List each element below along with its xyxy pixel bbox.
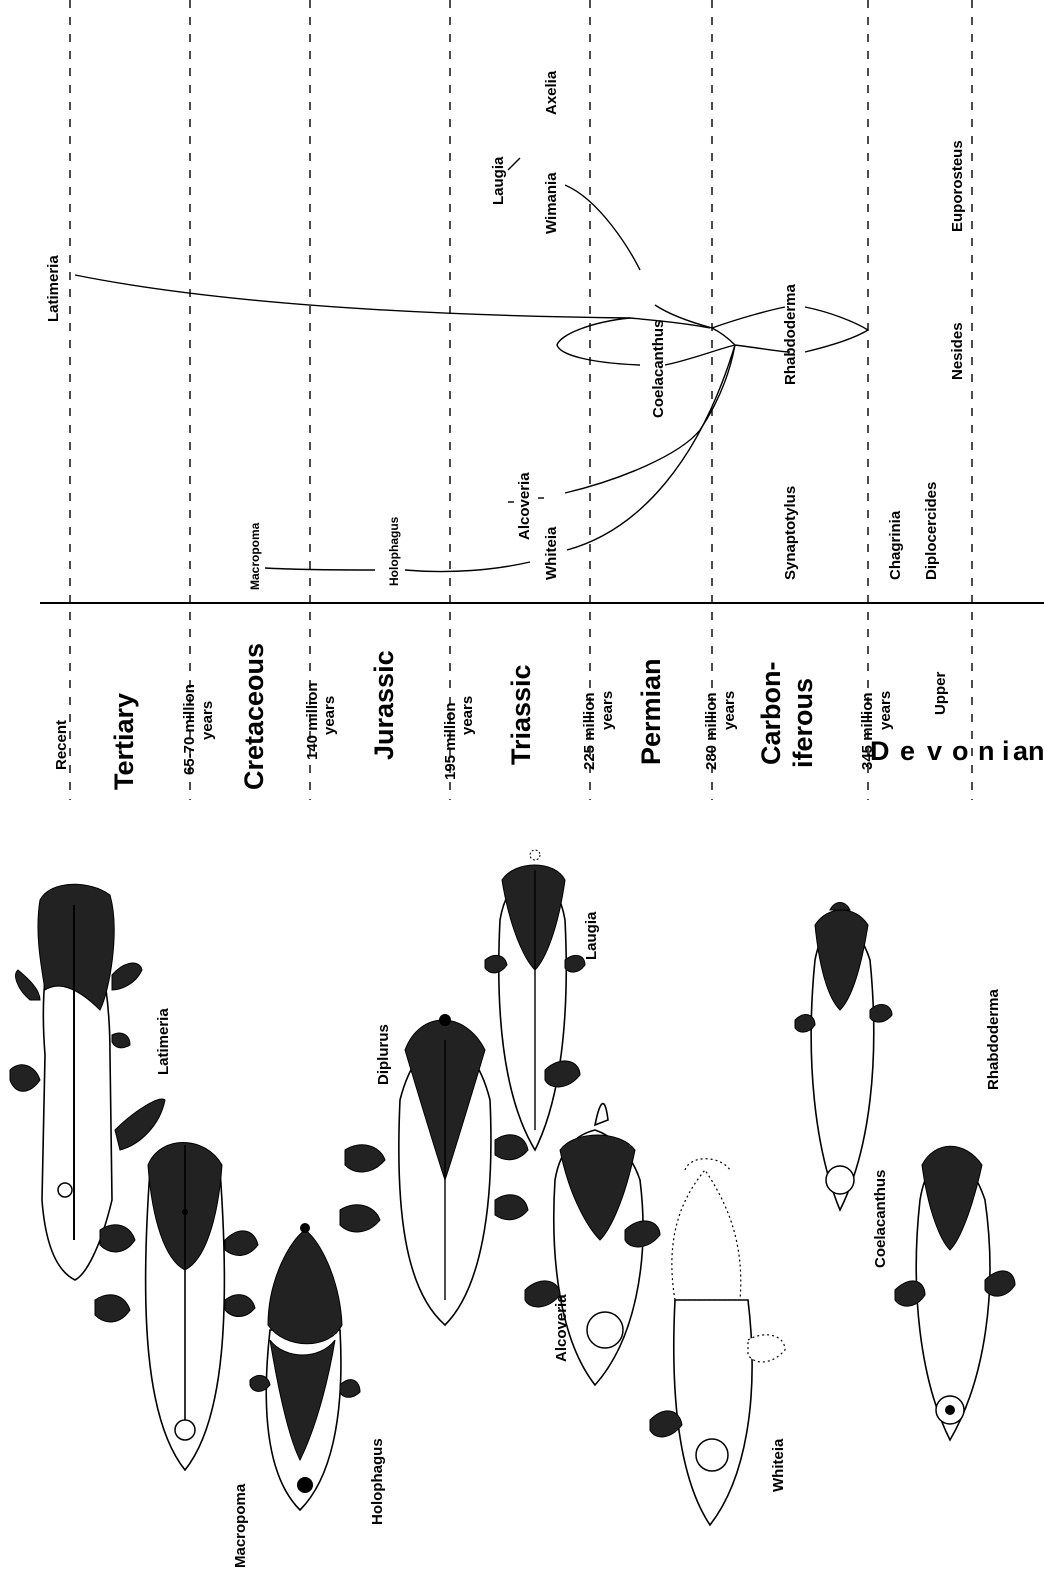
taxon-rhabdoderma: Rhabdoderma [782, 283, 799, 385]
age-345: 345 million [859, 692, 876, 770]
devonian-letter: n [1028, 736, 1044, 766]
devonian-letter: i [1002, 736, 1010, 766]
fish-laugia: Laugia [485, 850, 600, 1150]
fish-label-holophagus: Holophagus [369, 1438, 386, 1525]
taxon-nesides: Nesides [949, 322, 966, 380]
fish-label-diplurus: Diplurus [375, 1024, 392, 1085]
fish-label-laugia: Laugia [583, 911, 600, 960]
period-permian: Permian [636, 658, 666, 765]
devonian-letter: n [978, 736, 995, 766]
taxon-coelacanthus: Coelacanthus [650, 320, 667, 418]
period-carboniferous-2: iferous [788, 678, 818, 768]
taxon-wimania: Wimania [543, 172, 560, 234]
taxon-axelia: Axelia [543, 70, 560, 115]
taxon-latimeria: Latimeria [45, 255, 62, 322]
age-recent: Recent [53, 720, 70, 770]
age-345-years: years [877, 691, 894, 730]
period-tertiary: Tertiary [109, 693, 139, 790]
fish-label-macropoma: Macropoma [232, 1483, 249, 1568]
taxon-macropoma: Macropoma [248, 522, 262, 590]
age-280: 280 million [703, 692, 720, 770]
fish-alcoveria: Alcoveria [525, 1104, 660, 1385]
age-225: 225 million [581, 692, 598, 770]
fish-macropoma: Macropoma [95, 1143, 258, 1569]
fish-label-rhabdoderma: Rhabdoderma [985, 988, 1002, 1090]
taxon-laugia: Laugia [490, 156, 507, 205]
fish-label-alcoveria: Alcoveria [553, 1294, 570, 1362]
fish-diplurus: Diplurus [340, 1014, 528, 1325]
taxon-diplocercides: Diplocercides [923, 482, 940, 580]
fish-whiteia: Whiteia [650, 1159, 787, 1525]
age-225-years: years [599, 691, 616, 730]
period-devonian: D e v o n i a n [870, 736, 1044, 766]
cladogram-branches [75, 158, 868, 572]
taxon-synaptotylus: Synaptotylus [782, 486, 799, 580]
age-65-70-years: years [199, 701, 216, 740]
age-280-years: years [721, 691, 738, 730]
period-cretaceous: Cretaceous [239, 643, 269, 790]
devonian-letter: a [1013, 736, 1029, 766]
age-upper: Upper [932, 672, 949, 716]
taxon-chagrinia: Chagrinia [887, 510, 904, 580]
devonian-letter: o [952, 736, 969, 766]
devonian-letter: e [900, 736, 915, 766]
period-carboniferous-1: Carbon- [756, 662, 786, 766]
taxon-whiteia: Whiteia [543, 526, 560, 580]
age-140: 140 million [304, 682, 321, 760]
period-jurassic: Jurassic [369, 650, 399, 760]
age-195-years: years [459, 696, 476, 735]
fish-holophagus: Holophagus [250, 1223, 386, 1525]
fish-label-whiteia: Whiteia [770, 1438, 787, 1492]
taxon-labels: Latimeria Laugia Wimania Axelia Euporost… [45, 70, 966, 590]
fish-label-latimeria: Latimeria [155, 1008, 172, 1075]
taxon-holophagus: Holophagus [387, 516, 401, 586]
age-195: 195 million [442, 702, 459, 780]
fish-illustrations: Latimeria Macropoma Holophagus [10, 850, 1015, 1568]
devonian-letter: v [927, 736, 942, 766]
taxon-alcoveria: Alcoveria [516, 472, 533, 540]
fish-coelacanthus: Coelacanthus [795, 903, 892, 1269]
fish-rhabdoderma: Rhabdoderma [895, 988, 1015, 1440]
age-140-years: years [321, 696, 338, 735]
fish-label-coelacanthus: Coelacanthus [872, 1170, 889, 1268]
taxon-euporosteus: Euporosteus [949, 140, 966, 232]
age-65-70: 65-70 million [181, 684, 198, 775]
period-triassic: Triassic [506, 664, 536, 765]
